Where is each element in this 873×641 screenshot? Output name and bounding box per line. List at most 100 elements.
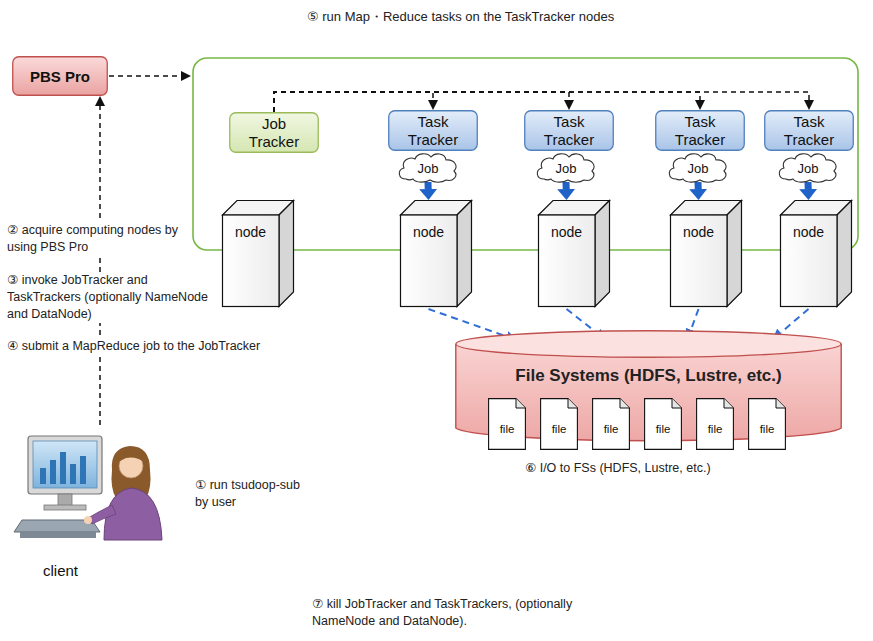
text-area: Job — [776, 151, 840, 183]
client-caption: client — [43, 562, 78, 579]
node-label: File Systems (HDFS, Lustre, etc.) — [515, 366, 781, 386]
dispatch-arrow — [425, 182, 432, 189]
tasktracker-box: Task Tracker — [388, 110, 478, 151]
dispatch-arrow — [805, 182, 812, 189]
text-area: Job — [666, 151, 730, 183]
node-label: node — [413, 224, 444, 240]
jobtracker-box: Job Tracker — [229, 112, 319, 153]
node-label: file — [760, 423, 775, 435]
job-cloud: Job — [666, 151, 730, 183]
control-arrow — [274, 92, 700, 112]
node-label: node — [683, 224, 714, 240]
io-arrow — [781, 309, 809, 333]
text-area: PBS Pro — [12, 56, 108, 96]
text-area: Task Tracker — [388, 110, 478, 151]
callout-note: ⑥ I/O to FSs (HDFS, Lustre, etc.) — [523, 460, 713, 477]
cube-front — [223, 215, 280, 307]
job-cloud: Job — [534, 151, 598, 183]
callout-note: ③ invoke JobTracker and TaskTrackers (op… — [5, 272, 219, 323]
node-label: Job — [556, 161, 577, 176]
cube-side — [457, 201, 472, 307]
cylinder-top — [456, 331, 841, 357]
node-label: node — [235, 224, 266, 240]
node-label: file — [500, 423, 515, 435]
callout-note: ⑦ kill JobTracker and TaskTrackers, (opt… — [310, 596, 576, 630]
pbs-dispatch-arrow — [109, 71, 191, 81]
text-area: file — [540, 408, 578, 450]
file-page: file — [488, 398, 526, 450]
box-outline — [13, 57, 108, 96]
text-area: file — [644, 408, 682, 450]
file-page: file — [540, 398, 578, 450]
box-outline — [389, 111, 478, 151]
cube-side — [727, 201, 742, 307]
control-arrow — [274, 92, 569, 112]
io-arrow — [567, 309, 598, 333]
text-area: client — [15, 425, 175, 585]
cube-side — [279, 201, 294, 307]
compute-node: node — [400, 200, 472, 307]
text-area: node — [222, 215, 279, 249]
node-label: node — [551, 224, 582, 240]
box-outline — [525, 111, 614, 151]
file-outline — [749, 399, 786, 450]
node-label: Task Tracker — [772, 113, 846, 148]
text-area: file — [592, 408, 630, 450]
text-area: node — [400, 215, 457, 249]
dispatch-arrow — [563, 182, 570, 189]
cloud-outline — [399, 154, 456, 182]
control-arrow — [99, 106, 101, 425]
scheduler-box: PBS Pro — [12, 56, 108, 96]
node-label: Task Tracker — [532, 113, 606, 148]
node-label: Job — [798, 161, 819, 176]
file-fold — [724, 399, 733, 408]
node-shape — [670, 200, 742, 307]
job-cloud: Job — [396, 151, 460, 183]
cube-front — [401, 215, 458, 307]
text-area: Task Tracker — [524, 110, 614, 151]
callout-note: ④ submit a MapReduce job to the JobTrack… — [5, 338, 262, 355]
cube-front — [781, 215, 838, 307]
node-shape — [538, 200, 610, 307]
file-fold — [776, 399, 785, 408]
cube-front — [539, 215, 596, 307]
text-area: Job Tracker — [229, 112, 319, 153]
tasktracker-box: Task Tracker — [524, 110, 614, 151]
text-area: file — [748, 408, 786, 450]
node-shape — [780, 200, 852, 307]
file-outline — [489, 399, 526, 450]
text-area: file — [696, 408, 734, 450]
node-label: file — [708, 423, 723, 435]
node-label: node — [793, 224, 824, 240]
io-arrow — [429, 309, 507, 336]
io-arrow — [691, 309, 699, 330]
control-arrow — [274, 92, 433, 112]
cube-side — [595, 201, 610, 307]
compute-node: node — [222, 200, 294, 307]
file-outline — [697, 399, 734, 450]
file-fold — [672, 399, 681, 408]
dispatch-arrow — [695, 182, 702, 189]
cube-front — [671, 215, 728, 307]
client-workstation: client — [15, 425, 175, 585]
node-label: file — [656, 423, 671, 435]
callout-note: ② acquire computing nodes by using PBS P… — [5, 222, 189, 256]
node-shape — [400, 200, 472, 307]
file-page: file — [748, 398, 786, 450]
text-area: Task Tracker — [655, 110, 745, 151]
control-arrow — [274, 92, 809, 112]
node-label: Job Tracker — [237, 115, 311, 150]
text-area: Job — [534, 151, 598, 183]
file-outline — [645, 399, 682, 450]
file-fold — [620, 399, 629, 408]
node-label: PBS Pro — [30, 68, 90, 85]
tasktracker-box: Task Tracker — [764, 110, 854, 151]
node-label: Job — [418, 161, 439, 176]
file-outline — [593, 399, 630, 450]
node-label: file — [552, 423, 567, 435]
node-label: Task Tracker — [396, 113, 470, 148]
client-illustration — [14, 436, 162, 540]
node-shape — [222, 200, 294, 307]
compute-node: node — [780, 200, 852, 307]
